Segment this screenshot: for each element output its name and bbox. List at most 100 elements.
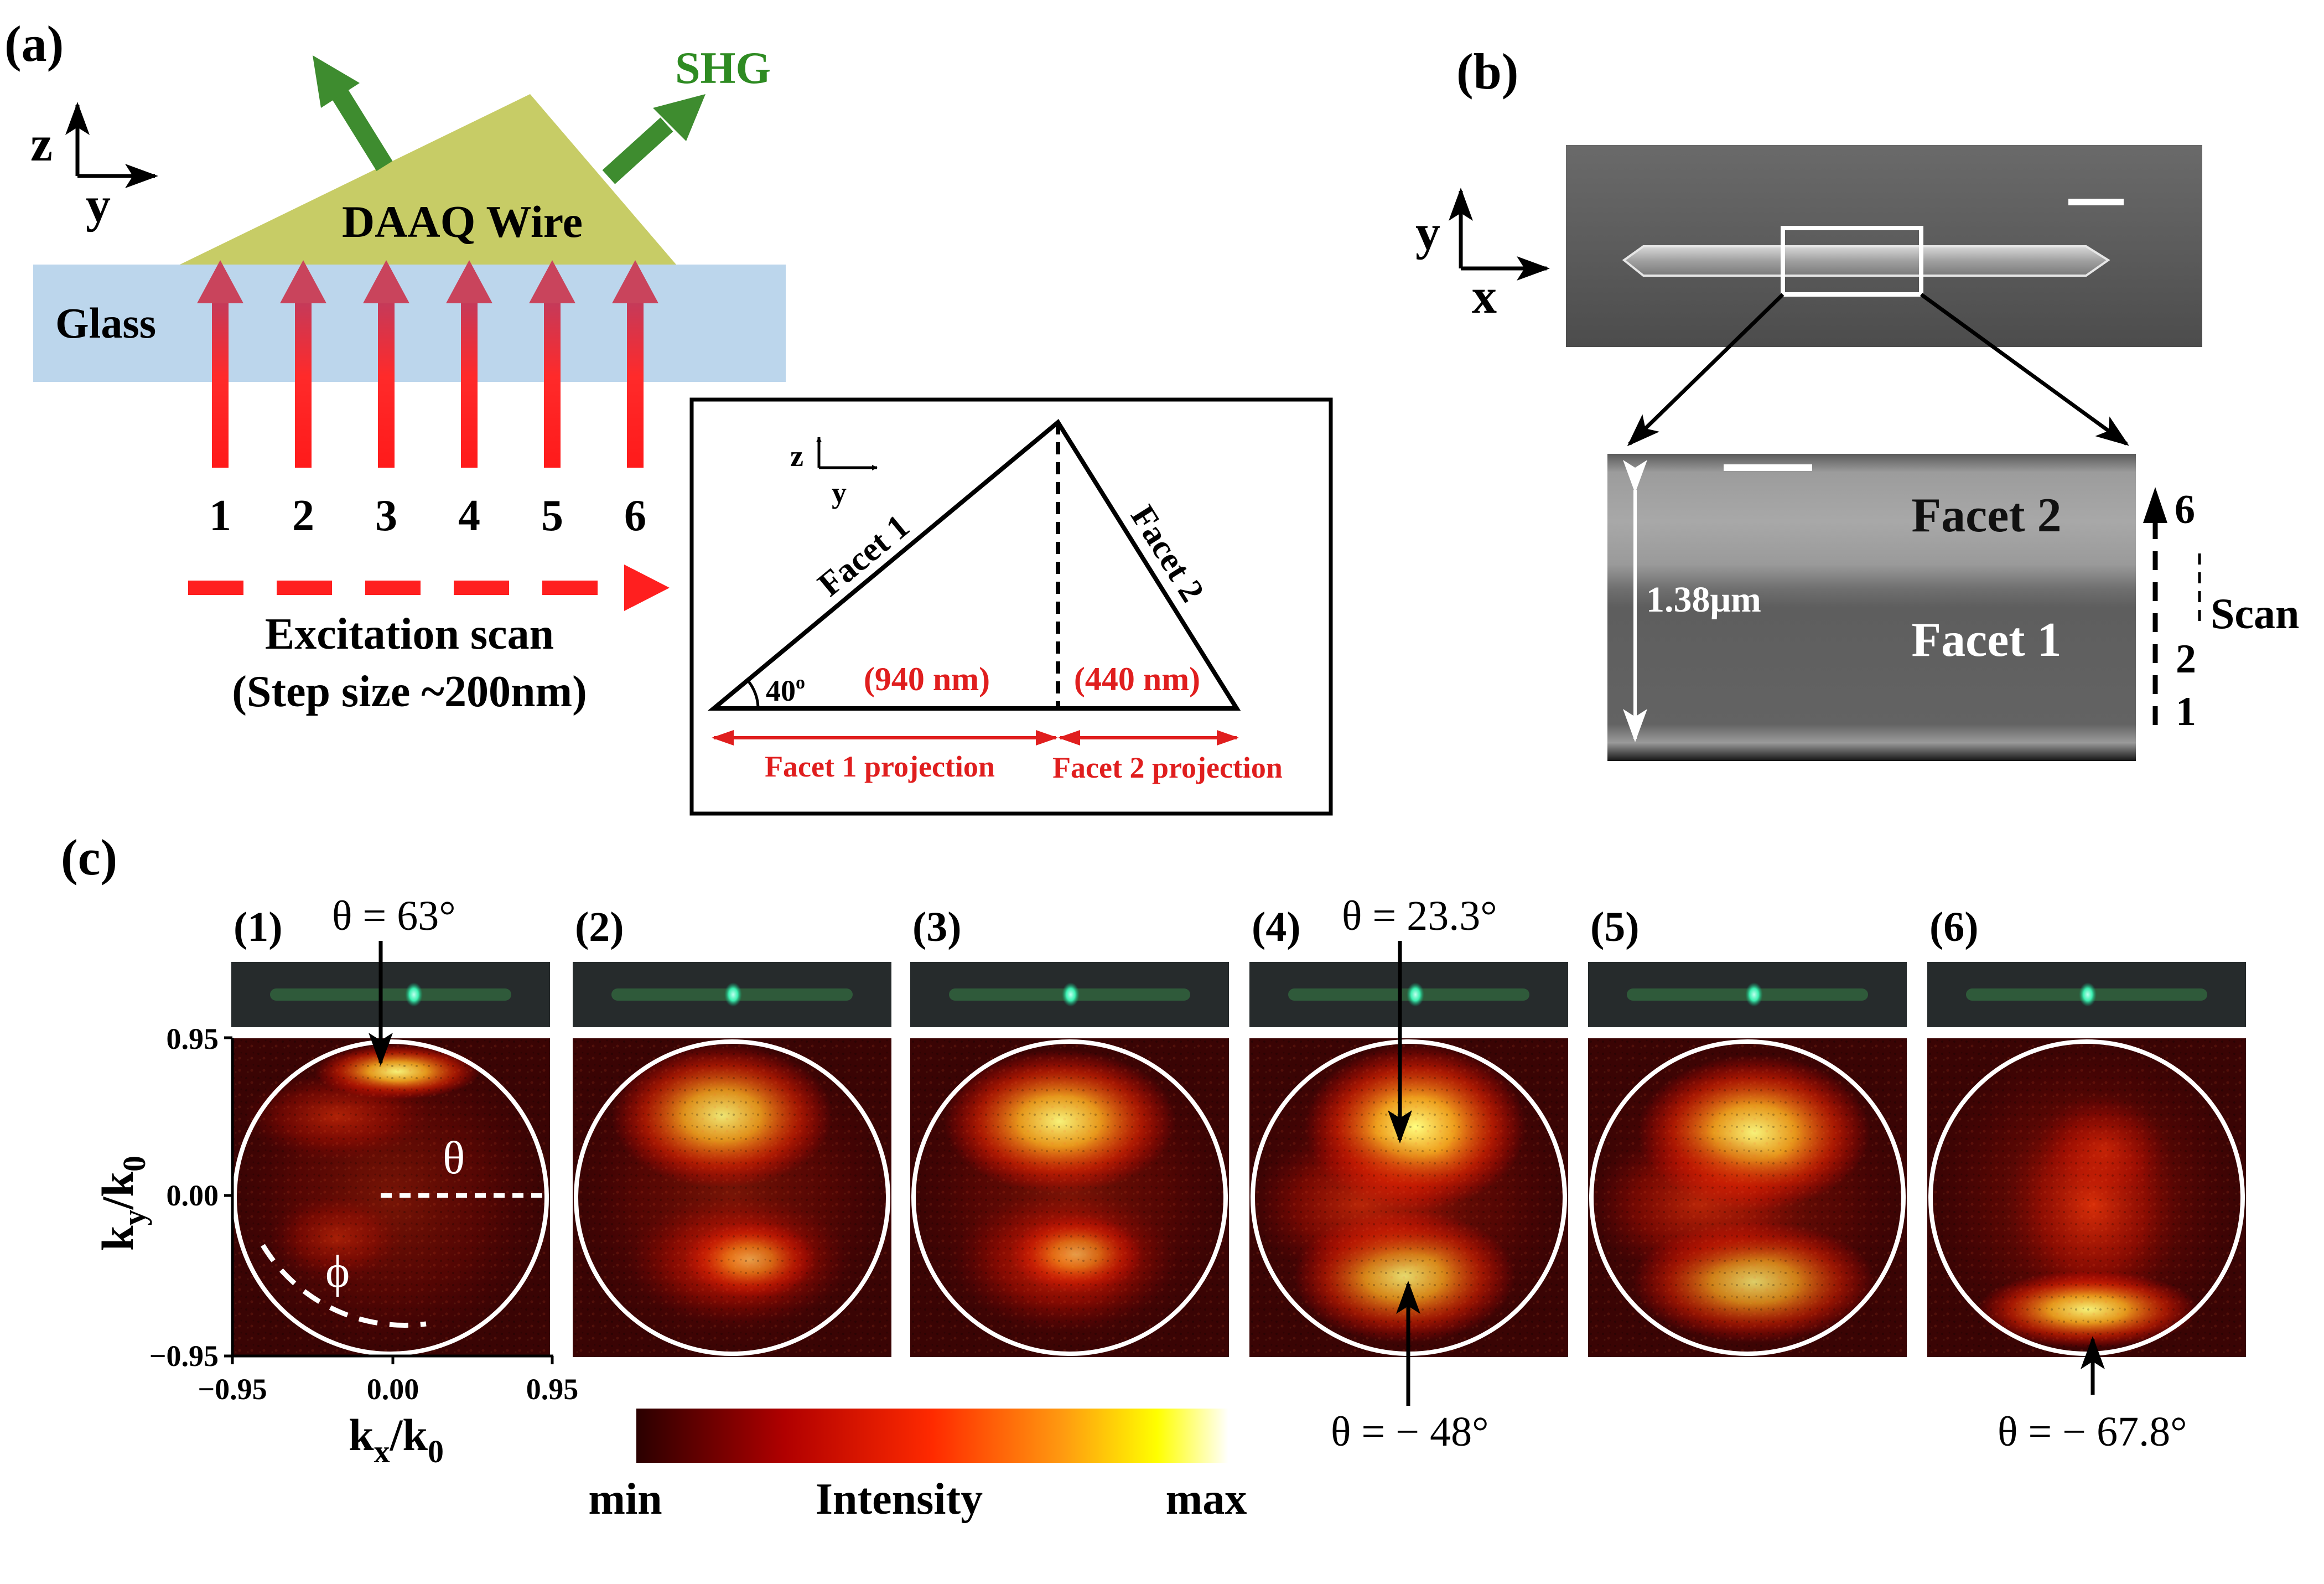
proj1-label: Facet 1 projection [765,750,995,783]
position-label: 2 [292,491,314,540]
scan-mark-1: 1 [2176,689,2196,734]
scan-label-line1: Excitation scan [265,610,554,659]
facet2-sem-label: Facet 2 [1911,489,2061,542]
axis-y-label: y [86,178,111,232]
fourier-panel: (2) [573,904,891,1357]
shg-label: SHG [675,43,771,93]
position-labels: 1 2 3 4 5 6 [209,491,646,540]
inset-axis-y: y [832,476,847,509]
phi-symbol: ϕ [325,1246,350,1297]
fourier-panel: (3) [910,904,1229,1357]
ytick-mid: 0.00 [167,1179,219,1212]
colorbar-gradient [636,1409,1228,1463]
scan-label-line2: (Step size ~200nm) [232,667,587,716]
scan-arrow [188,565,670,611]
length1-label: (940 nm) [864,661,990,697]
scan-mark-6: 6 [2175,487,2195,532]
excitation-arrow [363,260,409,468]
sem-zoom: 1.38μm Facet 2 Facet 1 [1607,454,2136,761]
angle-label: 40o [766,672,805,707]
optical-image [573,962,891,1027]
fourier-panels: (1) (2) (3) (4) (5) (6) [231,904,2246,1357]
na-circle [574,1039,890,1356]
optical-image [910,962,1229,1027]
xtick-left: −0.95 [198,1373,267,1406]
axes-zy: z y [30,102,158,232]
position-label: 4 [458,491,480,540]
excitation-arrow [612,260,658,468]
colorbar-label: Intensity [816,1475,983,1524]
fourier-image [910,1038,1229,1357]
fourier-axes: 0.95 0.00 −0.95 −0.95 0.00 0.95 ky/k0 kx… [92,1022,578,1469]
axis-x-label-b: x [1472,269,1497,324]
excitation-arrow [446,260,492,468]
zoom-box [1781,226,1923,297]
sem-overview [1566,145,2202,347]
excitation-arrow [529,260,575,468]
excitation-arrow [197,260,243,468]
fourier-panel: (6) [1927,904,2246,1357]
colorbar-max: max [1166,1475,1247,1524]
facet1-sem-label: Facet 1 [1911,613,2061,667]
axis-z-label: z [30,117,53,172]
theta-annotation-4: θ = − 67.8° [1998,1409,2187,1455]
axes-yx: y x [1415,188,1550,324]
subpanel-label: (2) [575,904,624,950]
optical-image [231,962,550,1027]
na-circle [911,1039,1228,1356]
scan-mark-2: 2 [2176,636,2196,682]
xtick-right: 0.95 [526,1373,579,1406]
ytick-top: 0.95 [167,1022,219,1055]
width-label: 1.38μm [1646,579,1761,620]
position-label: 6 [624,491,646,540]
y-axis-label: ky/k0 [92,1156,152,1251]
wire-label: DAAQ Wire [342,196,583,247]
theta-annotation-1: θ = 63° [332,893,456,939]
proj2-label: Facet 2 projection [1052,751,1283,784]
position-label: 5 [541,491,563,540]
theta-annotation-2: θ = 23.3° [1342,893,1497,939]
na-circle [1589,1039,1906,1356]
scan-indicator: Scan 6 2 1 [2143,487,2299,734]
sem-wire [1622,245,2110,277]
colorbar-min: min [588,1475,662,1524]
facet-inset: z y Facet 1 Facet 2 40o (940 nm) (440 nm… [689,397,1333,816]
shg-arrows [313,55,706,184]
facet-triangle [707,418,1241,711]
panel-label-a: (a) [4,15,64,72]
panel-label-c: (c) [61,829,117,886]
excitation-arrow [280,260,326,468]
fourier-panel: (1) [231,904,550,1357]
panel1-overlays: θ ϕ [261,1132,543,1328]
length2-label: (440 nm) [1074,661,1200,697]
intensity-colorbar: min Intensity max [588,1409,1247,1524]
glass-substrate [33,265,786,382]
fourier-panel: (5) [1588,904,1907,1357]
position-label: 1 [209,491,231,540]
theta-annotation-3: θ = − 48° [1331,1409,1489,1455]
position-label: 3 [375,491,397,540]
theta-symbol: θ [443,1132,465,1184]
fourier-image [1588,1038,1907,1357]
optical-image [1927,962,2246,1027]
fourier-image [573,1038,891,1357]
inset-axis-z: z [790,439,803,473]
optical-image [1588,962,1907,1027]
subpanel-label: (5) [1590,904,1640,950]
x-axis-label: kx/k0 [349,1410,444,1469]
xtick-mid: 0.00 [367,1373,419,1406]
panel-label-b: (b) [1456,43,1518,100]
daaq-wire [180,94,676,265]
optical-image [1249,962,1568,1027]
subpanel-label: (3) [912,904,962,950]
subpanel-label: (4) [1252,904,1301,950]
axis-y-label-b: y [1415,205,1440,260]
excitation-arrows [197,260,658,468]
ytick-bottom: −0.95 [149,1339,219,1373]
glass-label: Glass [55,299,156,347]
scan-label-b: Scan [2211,589,2299,638]
subpanel-label: (6) [1929,904,1979,950]
subpanel-label: (1) [234,904,283,950]
fourier-image [1927,1038,2246,1357]
